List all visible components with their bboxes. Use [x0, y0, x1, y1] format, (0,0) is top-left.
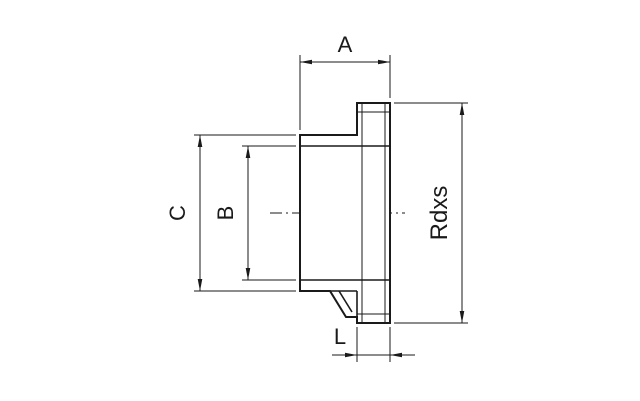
arrowhead-top	[197, 135, 203, 147]
dimension-thread: Rdxs	[394, 102, 468, 324]
arrowhead-top	[459, 103, 465, 115]
arrowhead-bottom	[245, 268, 251, 280]
arrowhead-bottom	[197, 279, 203, 291]
dim-label-thread: Rdxs	[426, 186, 453, 241]
seal-lip-inner-edge	[338, 290, 353, 313]
dimension-l: L	[332, 324, 415, 362]
dim-label-b: B	[213, 206, 238, 221]
dim-label-c: C	[165, 205, 190, 221]
arrowhead-bottom	[459, 311, 465, 323]
arrowhead-right	[378, 59, 390, 65]
arrowhead-right	[390, 352, 402, 358]
arrowhead-top	[245, 146, 251, 158]
part-cross-section	[299, 102, 391, 324]
dimension-b: B	[213, 145, 296, 281]
part-outline	[299, 102, 391, 324]
dim-label-l: L	[334, 324, 346, 349]
dimension-c: C	[165, 134, 296, 292]
arrowhead-left	[300, 59, 312, 65]
dimension-a: A	[299, 32, 391, 130]
arrowhead-left	[345, 352, 357, 358]
dim-label-a: A	[338, 32, 353, 57]
